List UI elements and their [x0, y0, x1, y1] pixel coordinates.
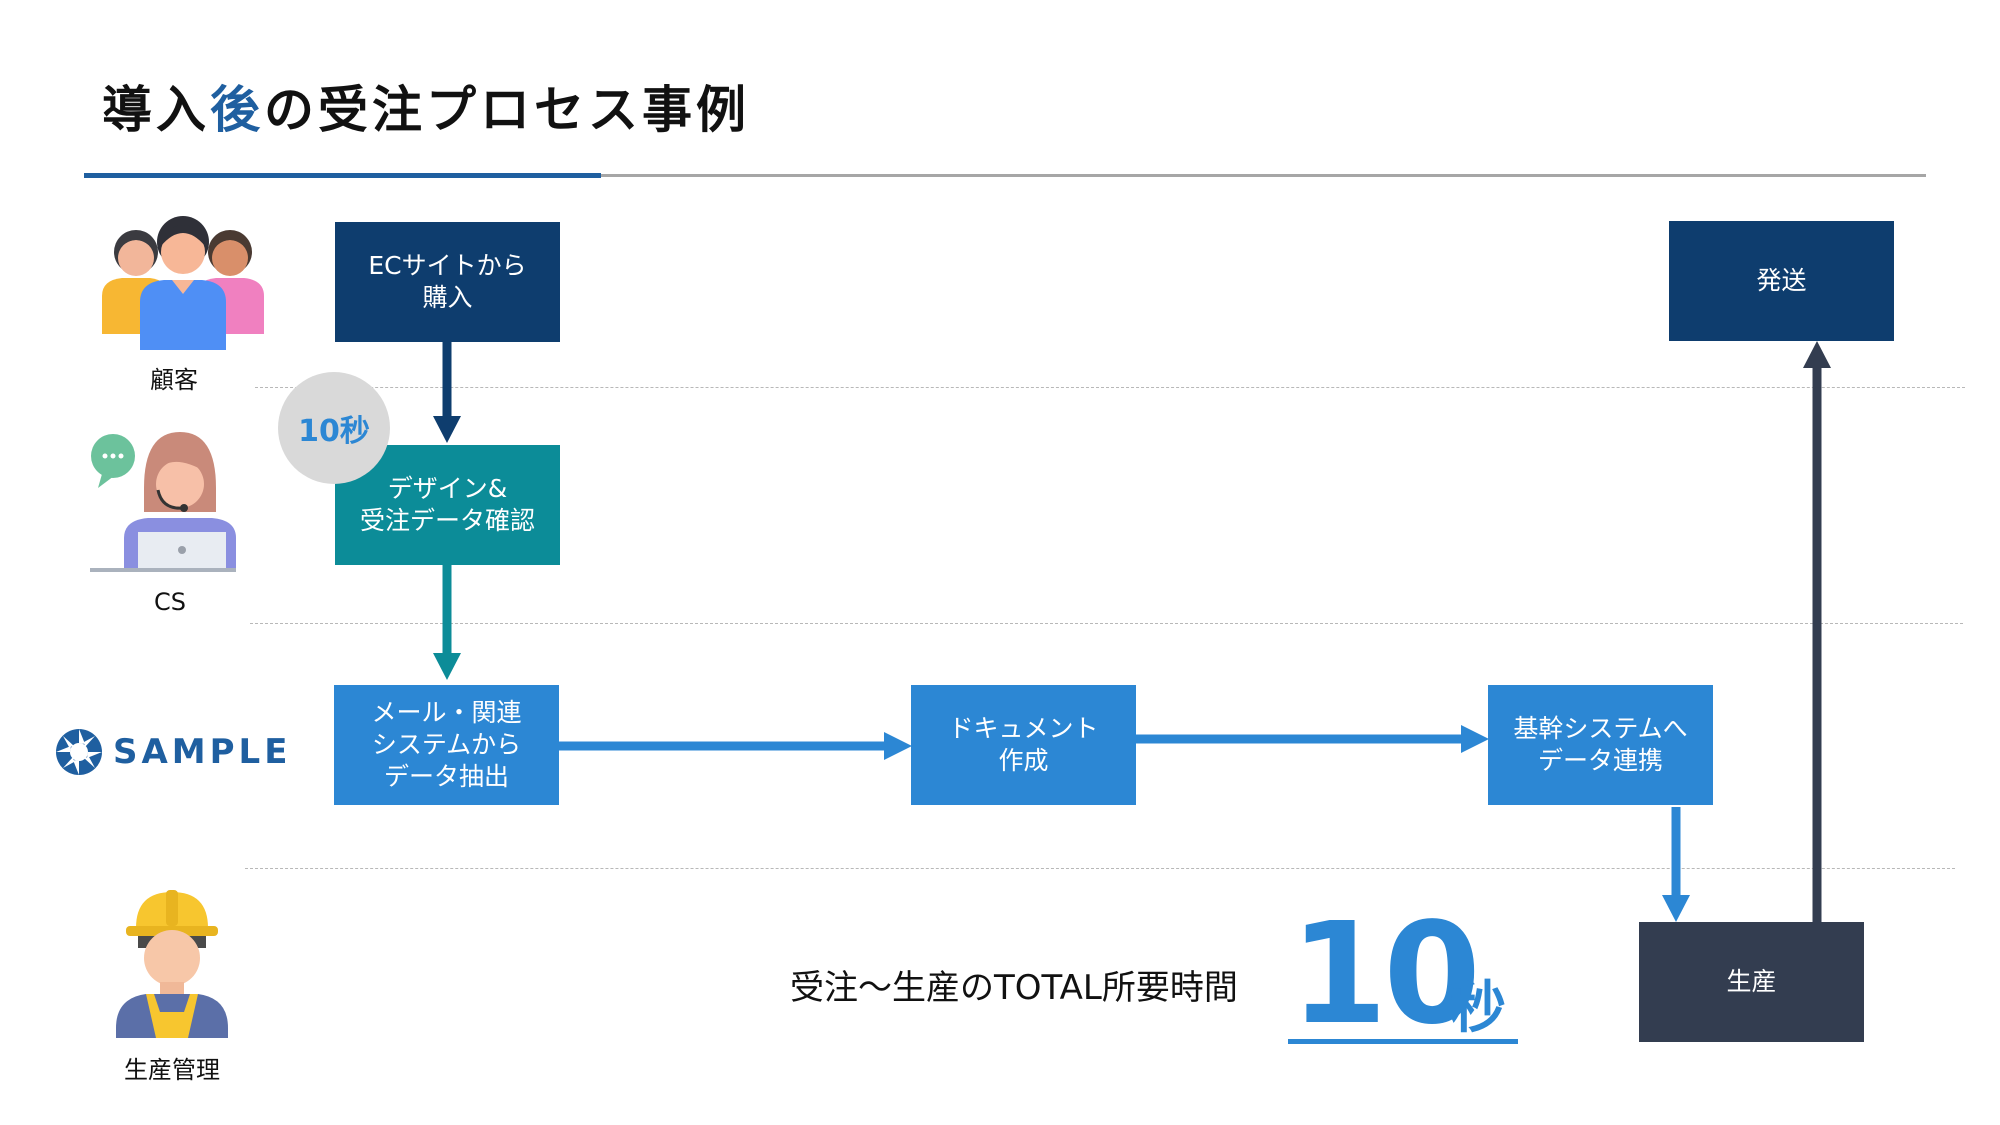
title-rule-accent: [84, 173, 601, 178]
lane-label-production: 生産管理: [124, 1056, 220, 1084]
node-data-extract: メール・関連 システムから データ抽出: [334, 685, 559, 805]
title-accent: 後: [210, 81, 264, 139]
lane-label-cs: CS: [154, 588, 186, 616]
arrowhead: [433, 416, 461, 443]
company-logo-icon: [56, 729, 102, 775]
company-logo: SAMPLE: [55, 728, 291, 776]
arrowhead: [433, 653, 461, 680]
node-system-link: 基幹システムへ データ連携: [1488, 685, 1713, 805]
lane-divider: [245, 868, 1955, 869]
time-badge: 10秒: [278, 372, 390, 484]
company-logo-text: SAMPLE: [113, 732, 292, 772]
customers-icon: [102, 216, 264, 350]
total-time-label: 受注～生産のTOTAL所要時間: [790, 968, 1238, 1008]
node-document: ドキュメント 作成: [911, 685, 1136, 805]
lane-label-customer: 顧客: [150, 366, 198, 394]
total-time-value: 10: [1290, 893, 1481, 1056]
lane-divider: [250, 623, 1963, 624]
node-production: 生産: [1639, 922, 1864, 1042]
node-shipping: 発送: [1669, 221, 1894, 341]
total-time-underline: [1288, 1039, 1518, 1044]
arrowhead: [1803, 341, 1831, 368]
worker-icon: [116, 890, 228, 1038]
lane-divider: [255, 387, 1965, 388]
page-title: 導入後の受注プロセス事例: [102, 81, 750, 139]
arrowhead: [1662, 895, 1690, 922]
total-time-unit: 秒: [1450, 976, 1506, 1041]
arrowhead: [1461, 725, 1489, 753]
node-ec-purchase: ECサイトから 購入: [335, 222, 560, 342]
title-rule: [601, 174, 1926, 177]
arrowhead: [884, 732, 912, 760]
support-agent-icon: [90, 432, 236, 572]
